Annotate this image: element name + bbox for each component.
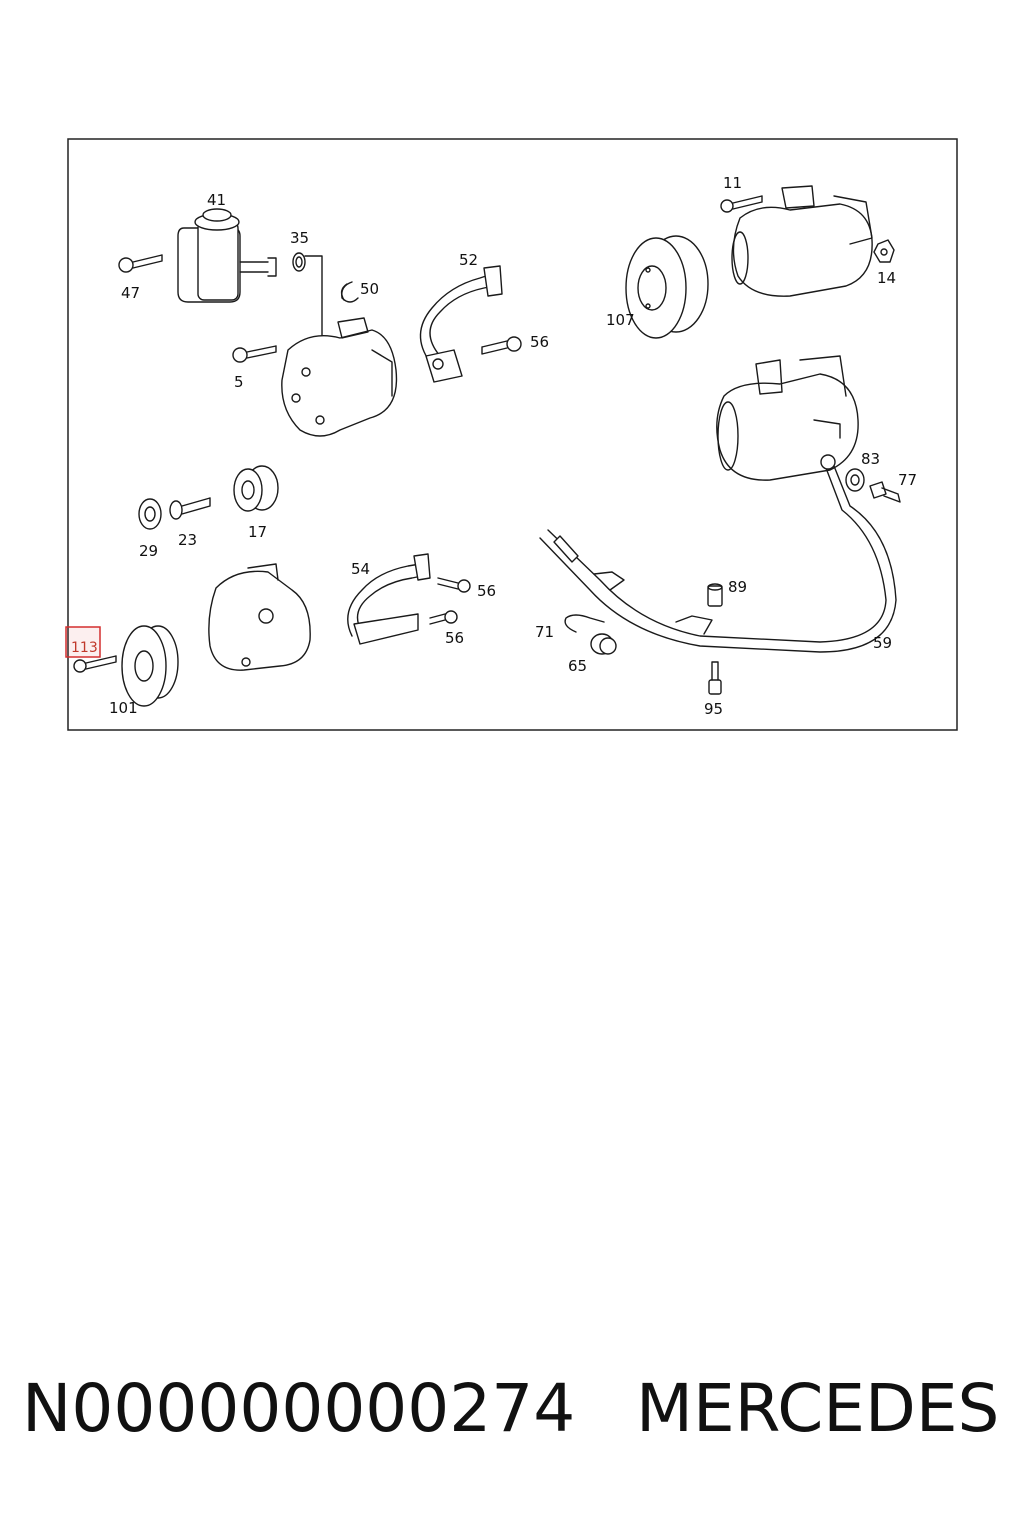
pipe-bracket-icon[interactable] — [419, 265, 503, 383]
washer-icon[interactable] — [845, 468, 865, 492]
highlight-box[interactable] — [65, 626, 101, 658]
callout-113[interactable]: 113 — [71, 640, 98, 656]
callout-35[interactable]: 35 — [290, 229, 309, 247]
pulley-icon[interactable] — [625, 235, 709, 339]
bolt-icon[interactable] — [481, 336, 522, 355]
steering-pump-icon[interactable] — [716, 355, 859, 481]
callout-52[interactable]: 52 — [459, 251, 478, 269]
washer-icon[interactable] — [138, 498, 162, 530]
banjo-bolt-icon[interactable] — [869, 481, 901, 503]
callout-71[interactable]: 71 — [535, 623, 554, 641]
seal-ring-icon[interactable] — [292, 252, 323, 337]
callout-47[interactable]: 47 — [121, 284, 140, 302]
clip-icon[interactable] — [340, 281, 359, 303]
parts-diagram: 41 35 52 11 14 47 50 56 107 5 83 77 29 2… — [65, 138, 958, 731]
pressure-hose-icon[interactable] — [539, 454, 897, 653]
callout-41[interactable]: 41 — [207, 191, 226, 209]
grommet-icon[interactable] — [590, 633, 617, 655]
callout-56[interactable]: 56 — [477, 582, 496, 600]
callout-54[interactable]: 54 — [351, 560, 370, 578]
bolt-icon[interactable] — [720, 195, 763, 213]
callout-17[interactable]: 17 — [248, 523, 267, 541]
callout-65[interactable]: 65 — [568, 657, 587, 675]
diagram-frame — [67, 138, 958, 731]
callout-5[interactable]: 5 — [234, 373, 244, 391]
bolt-icon[interactable] — [73, 655, 117, 673]
bolt-icon[interactable] — [708, 661, 722, 695]
clamp-icon[interactable] — [564, 614, 605, 633]
steering-pump-icon[interactable] — [731, 185, 873, 297]
callout-56[interactable]: 56 — [530, 333, 549, 351]
bolt-icon[interactable] — [429, 610, 458, 625]
callout-95[interactable]: 95 — [704, 700, 723, 718]
bolt-icon[interactable] — [118, 254, 163, 273]
nut-icon[interactable] — [873, 239, 895, 263]
callout-14[interactable]: 14 — [877, 269, 896, 287]
reservoir-icon[interactable] — [177, 208, 277, 303]
steering-pump-icon[interactable] — [208, 563, 311, 671]
callout-83[interactable]: 83 — [861, 450, 880, 468]
sleeve-icon[interactable] — [707, 583, 723, 607]
footer: N000000000274 MERCEDES — [0, 1370, 1024, 1480]
pulley-icon[interactable] — [121, 625, 179, 707]
callout-101[interactable]: 101 — [109, 699, 138, 717]
callout-89[interactable]: 89 — [728, 578, 747, 596]
part-number: N000000000274 — [22, 1370, 576, 1447]
bolt-icon[interactable] — [169, 497, 211, 520]
callout-23[interactable]: 23 — [178, 531, 197, 549]
idler-pulley-icon[interactable] — [233, 465, 279, 512]
steering-pump-icon[interactable] — [281, 317, 398, 437]
pipe-bracket-icon[interactable] — [347, 553, 431, 645]
callout-11[interactable]: 11 — [723, 174, 742, 192]
callout-56[interactable]: 56 — [445, 629, 464, 647]
callout-107[interactable]: 107 — [606, 311, 635, 329]
bolt-icon[interactable] — [232, 345, 277, 363]
callout-77[interactable]: 77 — [898, 471, 917, 489]
brand-name: MERCEDES — [636, 1370, 1000, 1447]
callout-29[interactable]: 29 — [139, 542, 158, 560]
bolt-icon[interactable] — [437, 577, 471, 593]
callout-50[interactable]: 50 — [360, 280, 379, 298]
callout-59[interactable]: 59 — [873, 634, 892, 652]
